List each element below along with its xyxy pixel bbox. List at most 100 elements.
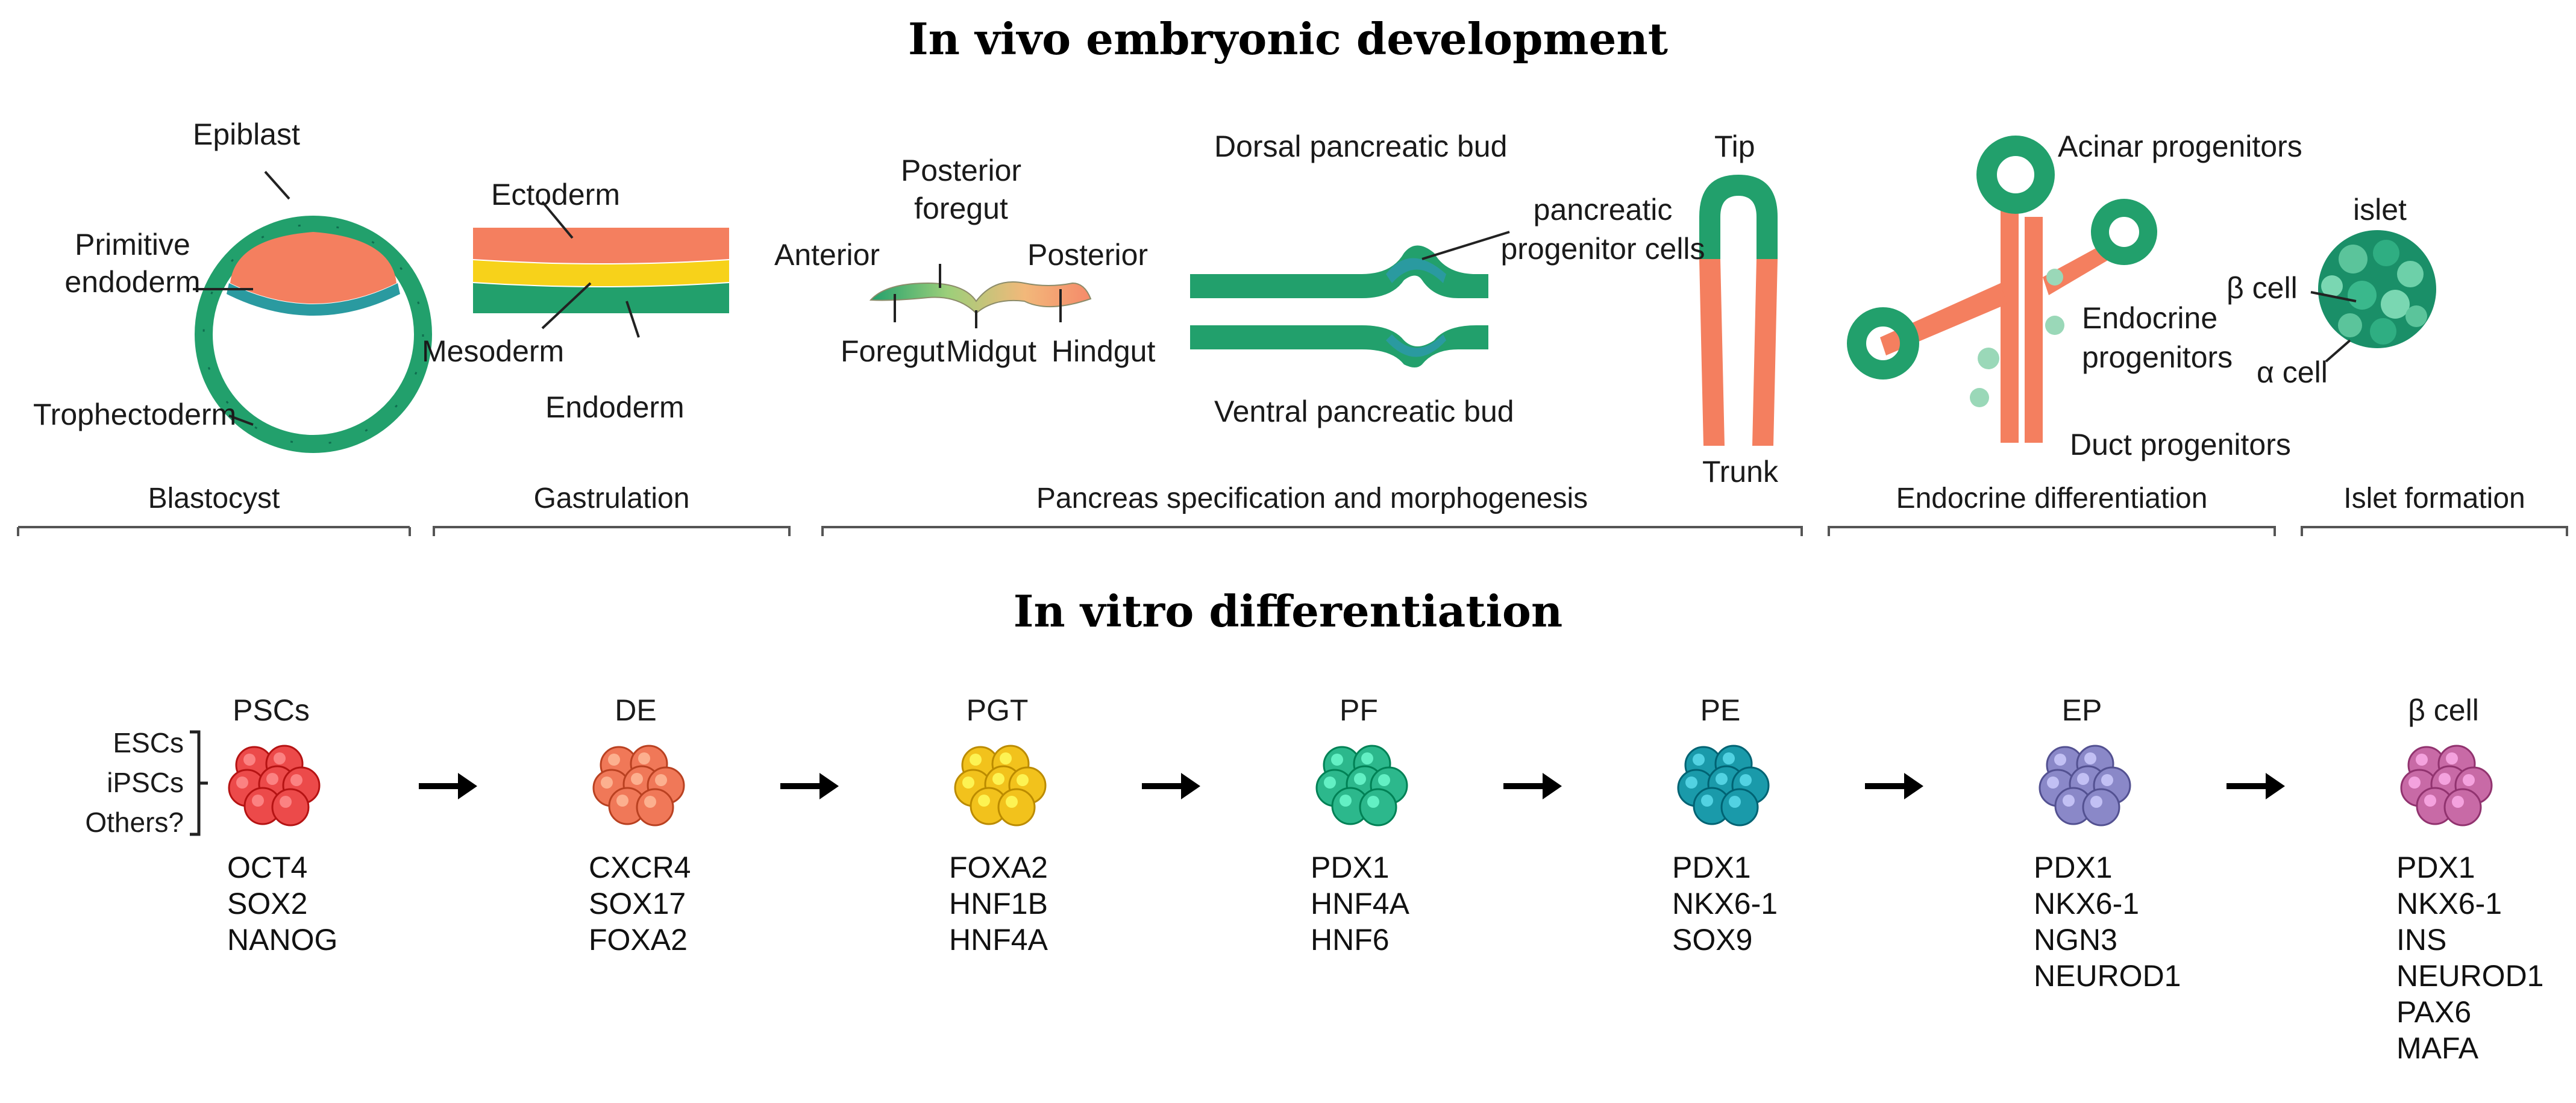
marker: SOX2 <box>227 887 308 920</box>
marker: INS <box>2396 923 2447 957</box>
cell-highlight <box>2090 796 2102 808</box>
cell-highlight <box>1017 774 1029 786</box>
cell-highlight <box>616 795 628 807</box>
stage-name-de: DE <box>615 693 657 727</box>
cell <box>997 788 1036 826</box>
stage-arrows <box>419 773 2285 799</box>
source-escs: ESCs <box>113 727 184 758</box>
cell-highlight <box>1723 752 1735 764</box>
blastocyst-epiblast <box>230 232 396 304</box>
cell-highlight <box>2084 752 2096 764</box>
gastrulation-mesoderm-layer <box>473 260 729 286</box>
marker: OCT4 <box>227 851 308 884</box>
phase-pancreas: Pancreas specification and morphogenesis <box>1036 483 1588 514</box>
cell-highlight <box>1378 774 1390 786</box>
label-duct-progenitors: Duct progenitors <box>2070 428 2291 461</box>
marker: FOXA2 <box>949 851 1048 884</box>
acinar-tip-top <box>1976 136 2055 214</box>
cell-highlight <box>274 752 286 764</box>
cell-highlight <box>2446 752 2458 764</box>
cell <box>271 788 310 826</box>
cell-cluster-5 <box>1677 745 1770 826</box>
cell-highlight <box>644 796 656 808</box>
label-ventral-bud: Ventral pancreatic bud <box>1214 395 1514 428</box>
cell-highlight <box>1367 796 1379 808</box>
cell-highlight <box>280 796 292 808</box>
cell-highlight <box>290 774 302 786</box>
in-vivo-title: In vivo embryonic development <box>907 13 1669 64</box>
label-ectoderm: Ectoderm <box>491 178 620 211</box>
cell-highlight <box>1693 754 1705 766</box>
marker: PDX1 <box>2396 851 2475 884</box>
acinar-tip-left <box>1847 307 1919 380</box>
cell-highlight <box>1685 776 1697 789</box>
label-progenitor-cells-1: pancreatic <box>1533 193 1673 227</box>
cell-highlight <box>2047 776 2059 789</box>
blastocyst-illustration <box>195 216 432 453</box>
ventral-pancreatic-bud <box>1190 325 1488 367</box>
marker: CXCR4 <box>589 851 691 884</box>
phase-brackets <box>17 526 2568 536</box>
in-vitro-title: In vitro differentiation <box>1013 586 1563 637</box>
label-beta-cell: β cell <box>2227 271 2298 305</box>
arrow-2 <box>780 773 839 799</box>
marker: PAX6 <box>2396 995 2472 1029</box>
arrow-6 <box>2227 773 2285 799</box>
blastocyst-primitive-endoderm <box>227 283 400 316</box>
label-endoderm: Endoderm <box>545 390 685 424</box>
cell <box>636 788 674 826</box>
cell-highlight <box>1740 774 1752 786</box>
cell-highlight <box>655 774 667 786</box>
phase-endocrine: Endocrine differentiation <box>1896 483 2208 514</box>
gut-tube <box>869 281 1092 314</box>
markers-pgt: FOXA2 HNF1B HNF4A <box>949 849 1048 958</box>
cell-highlight <box>2416 754 2428 766</box>
gut-tube-illustration <box>869 264 1092 328</box>
cell <box>1359 788 1397 826</box>
cell-cluster-7 <box>2400 745 2493 826</box>
label-mesoderm: Mesoderm <box>422 334 565 368</box>
islet-illustration <box>2310 230 2436 363</box>
stage-name-pscs: PSCs <box>233 693 310 727</box>
cell-highlight <box>608 754 620 766</box>
label-primitive-endoderm-2: endoderm <box>64 265 201 299</box>
cell-highlight <box>2439 773 2451 785</box>
source-others: Others? <box>85 807 184 838</box>
label-posterior-foregut-2: foregut <box>914 192 1008 225</box>
label-trophectoderm: Trophectoderm <box>33 398 237 431</box>
arrow-5 <box>1865 773 1923 799</box>
cell <box>2443 788 2482 826</box>
cell-highlight <box>1716 773 1728 785</box>
label-acinar-progenitors: Acinar progenitors <box>2058 130 2302 163</box>
label-epiblast: Epiblast <box>193 117 300 151</box>
ductal-trunk <box>2001 205 2019 443</box>
markers-ep: PDX1 NKX6-1 NGN3 NEUROD1 <box>2034 849 2181 994</box>
cell-highlight <box>2463 774 2475 786</box>
label-islet: islet <box>2353 193 2407 227</box>
cell-highlight <box>2408 776 2421 789</box>
cell-highlight <box>1331 754 1343 766</box>
trunk-left <box>1699 259 1725 446</box>
cell-highlight <box>970 754 982 766</box>
arrow-1 <box>419 773 477 799</box>
cell-highlight <box>2063 795 2075 807</box>
marker: HNF4A <box>949 923 1048 957</box>
cell-highlight <box>1701 795 1713 807</box>
label-tip: Tip <box>1714 130 1755 163</box>
cell <box>1720 788 1759 826</box>
gastrulation-illustration <box>473 228 729 313</box>
marker: HNF6 <box>1311 923 1390 957</box>
label-alpha-cell: α cell <box>2257 355 2328 389</box>
marker: FOXA2 <box>589 923 688 957</box>
cell-highlight <box>2424 795 2436 807</box>
marker: MAFA <box>2396 1031 2479 1065</box>
label-endocrine-progenitors-2: progenitors <box>2082 340 2233 374</box>
label-posterior-foregut-1: Posterior <box>900 154 1022 187</box>
acinar-tip-right <box>2091 199 2157 265</box>
marker: NKX6-1 <box>1672 887 1778 920</box>
markers-beta-cell: PDX1 NKX6-1 INS NEUROD1 PAX6 MAFA <box>2396 849 2543 1066</box>
phase-islet: Islet formation <box>2343 483 2525 514</box>
markers-pf: PDX1 HNF4A HNF6 <box>1311 849 1409 958</box>
marker: NEUROD1 <box>2396 959 2544 993</box>
